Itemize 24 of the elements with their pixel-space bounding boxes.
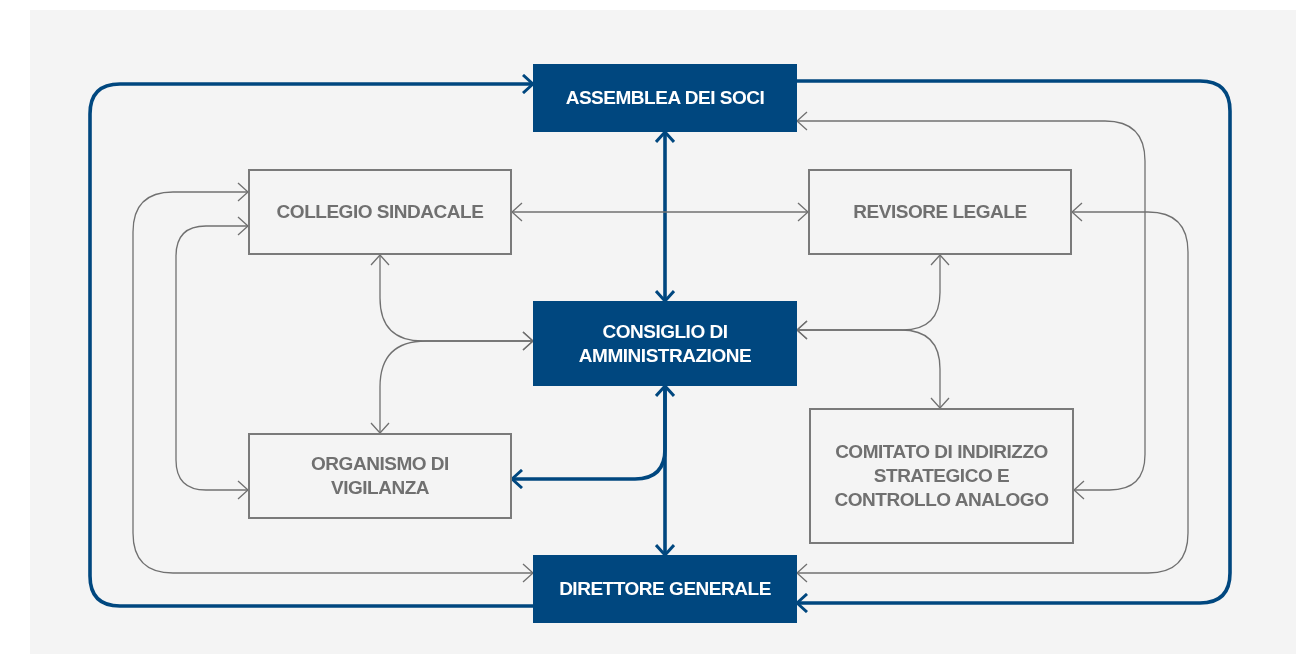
box-label: COMITATO DI INDIRIZZO STRATEGICO E CONTROLLO ANALOGO <box>833 440 1050 512</box>
governance-box <box>533 301 797 386</box>
connector-arrow <box>511 202 809 222</box>
governance-box <box>533 64 797 132</box>
box-label: COLLEGIO SINDACALE <box>276 200 484 224</box>
connector-arrow <box>88 73 535 608</box>
box-label: DIRETTORE GENERALE <box>559 577 771 601</box>
box-label: REVISORE LEGALE <box>853 200 1027 224</box>
connector-arrow <box>796 111 1146 500</box>
control-body-box <box>808 169 1072 255</box>
connector-arrow <box>796 202 1189 583</box>
connector-arrow <box>175 216 249 500</box>
connector-arrow <box>654 384 676 557</box>
connector-arrow <box>654 130 676 303</box>
governance-box <box>533 555 797 623</box>
connector-arrow <box>796 320 950 409</box>
control-body-box <box>248 169 512 255</box>
box-label: ORGANISMO DI VIGILANZA <box>310 452 450 500</box>
box-label: ASSEMBLEA DEI SOCI <box>565 86 765 110</box>
connector-arrow <box>132 182 534 583</box>
connector-arrow <box>370 331 534 434</box>
control-body-box <box>809 408 1074 544</box>
box-label: CONSIGLIO DI AMMINISTRAZIONE <box>577 319 753 368</box>
control-body-box <box>248 433 512 519</box>
